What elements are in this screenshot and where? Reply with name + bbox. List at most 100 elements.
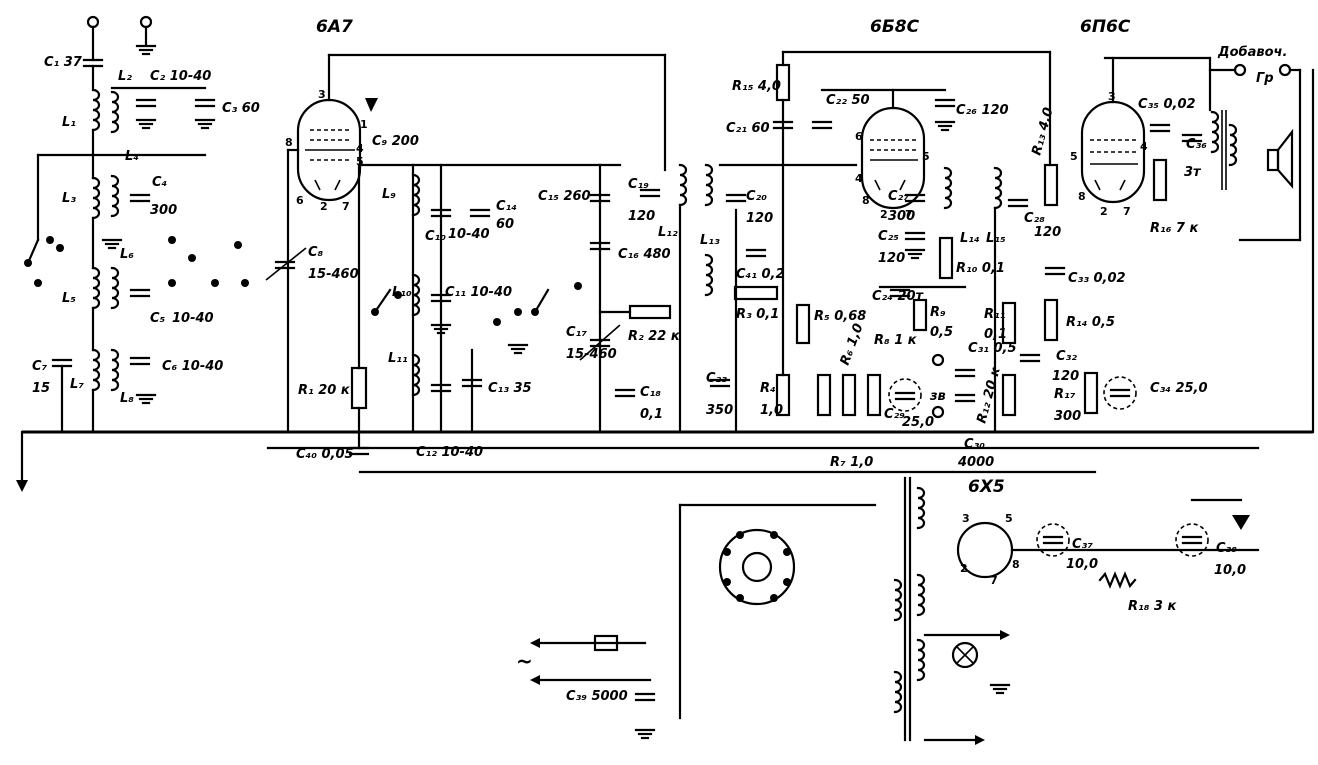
label-l1: L₁: [62, 115, 76, 130]
label-c4-value: 300: [150, 203, 177, 218]
label-r14: R₁₄ 0,5: [1066, 315, 1115, 330]
label-l4: L₄: [125, 149, 139, 164]
label-c8: C₈: [308, 245, 324, 260]
label-c17-value: 15-460: [566, 347, 617, 362]
pin-6b8s-4: 4: [855, 172, 863, 185]
label-c2: C₂ 10-40: [150, 69, 211, 84]
label-r1: R₁ 20 к: [298, 383, 351, 398]
label-c9: C₉ 200: [372, 134, 419, 149]
pin-6b8s-7: 7: [905, 208, 913, 221]
label-r15: R₁₅ 4,0: [732, 79, 781, 94]
label-c5: C₅: [150, 311, 166, 326]
label-c36-value: 3т: [1184, 165, 1202, 180]
label-l7: L₇: [70, 377, 84, 392]
label-r18: R₁₈ 3 к: [1128, 599, 1177, 614]
label-c35: C₃₅ 0,02: [1138, 97, 1196, 112]
label-c25: C₂₅: [878, 229, 899, 244]
power-supply: [530, 476, 1260, 745]
label-ac-input: ~: [516, 649, 533, 673]
label-c18: C₁₈: [640, 385, 661, 400]
label-additional-speaker: Добавоч.: [1217, 45, 1287, 60]
pin-6a7-5: 5: [356, 155, 364, 168]
pin-6a7-8: 8: [285, 136, 293, 149]
pin-6b8s-2: 2: [880, 208, 888, 221]
label-c19-value: 120: [628, 209, 655, 224]
label-c30: C₃₀: [964, 437, 985, 452]
pin-6p6s-7: 7: [1123, 205, 1131, 218]
label-r9-value: 0,5: [930, 325, 953, 340]
label-c15: C₁₅ 260: [538, 189, 591, 204]
band-switch: [24, 236, 582, 326]
label-c4: C₄: [152, 175, 168, 190]
label-r11-value: 0,1: [984, 327, 1007, 342]
label-l13: L₁₃: [700, 233, 720, 248]
label-c14-value: 60: [496, 217, 514, 232]
label-r12: R₁₂ 20 к: [974, 365, 1004, 425]
label-l6: L₆: [120, 247, 134, 262]
label-r10: R₁₀ 0,1: [956, 261, 1005, 276]
label-r4: R₄: [760, 381, 776, 396]
pin-6p6s-8: 8: [1078, 190, 1086, 203]
label-c18-value: 0,1: [640, 407, 663, 422]
label-c12: C₁₂ 10-40: [416, 445, 483, 460]
label-r4-value: 1,0: [760, 403, 783, 418]
tube-6p6s: [1019, 56, 1315, 434]
label-c37-value: 10,0: [1066, 557, 1098, 572]
pin-6p6s-4: 4: [1140, 140, 1148, 153]
label-c13: C₁₃ 35: [488, 381, 532, 396]
label-c23: C₂₃: [706, 371, 727, 386]
label-c10: C₁₀: [425, 229, 446, 244]
label-l2: L₂: [118, 69, 132, 84]
label-c16: C₁₆ 480: [618, 247, 671, 262]
label-c26: C₂₆ 120: [956, 103, 1009, 118]
label-c1: C₁ 37: [44, 55, 83, 70]
pin-6p6s-3: 3: [1108, 90, 1116, 103]
label-c3: C₃ 60: [222, 101, 260, 116]
if-transformer-1: [639, 163, 858, 434]
antenna-terminals: [86, 15, 157, 62]
label-c20-value: 120: [746, 211, 773, 226]
label-c20: C₂₀: [746, 189, 767, 204]
label-l11: L₁₁: [388, 351, 408, 366]
label-l3: L₃: [62, 191, 76, 206]
label-c39: C₃₉ 5000: [566, 689, 628, 704]
label-l12: L₁₂: [658, 225, 678, 240]
label-r17: R₁₇: [1054, 387, 1076, 402]
label-c40: C₄₀ 0,05: [296, 447, 354, 462]
tube-label-6a7: 6А7: [316, 17, 353, 37]
ground-bus: [16, 430, 1313, 492]
label-c24: C₂₄ 20т: [872, 289, 925, 304]
tube-6b8s: [772, 50, 1059, 434]
tube-label-6x5: 6Х5: [968, 477, 1005, 497]
label-c10-value: 10-40: [448, 227, 490, 242]
label-c6: C₆ 10-40: [162, 359, 223, 374]
pin-6a7-6: 6: [296, 194, 304, 207]
label-c41: C₄₁ 0,2: [736, 267, 784, 282]
label-zv: зв: [929, 389, 946, 404]
tube-label-6b8s: 6Б8С: [870, 17, 920, 37]
label-c33: C₃₃ 0,02: [1068, 271, 1126, 286]
label-c23-value: 350: [706, 403, 733, 418]
pin-6x5-7: 7: [990, 574, 998, 587]
pin-6b8s-5: 5: [922, 150, 930, 163]
tube-label-6p6s: 6П6С: [1080, 17, 1131, 37]
label-c32-value: 120: [1052, 369, 1079, 384]
label-c32: C₃₂: [1056, 349, 1077, 364]
label-r7: R₇ 1,0: [830, 455, 873, 470]
pin-6p6s-2: 2: [1100, 205, 1108, 218]
label-c19: C₁₉: [628, 177, 649, 192]
pin-6a7-2: 2: [320, 200, 328, 213]
pin-6b8s-6: 6: [855, 130, 863, 143]
label-c30-value: 4000: [957, 455, 994, 470]
label-r17-value: 300: [1054, 409, 1081, 424]
pin-6p6s-5: 5: [1070, 150, 1078, 163]
label-c38-value: 10,0: [1214, 563, 1246, 578]
label-c27-value: 300: [888, 209, 915, 224]
label-c37: C₃₇: [1072, 537, 1093, 552]
label-r3: R₃ 0,1: [736, 307, 779, 322]
label-r2: R₂ 22 к: [628, 329, 681, 344]
label-l10: L₁₀: [392, 285, 412, 300]
label-c22: C₂₂ 50: [826, 93, 870, 108]
label-c28: C₂₈: [1024, 211, 1045, 226]
